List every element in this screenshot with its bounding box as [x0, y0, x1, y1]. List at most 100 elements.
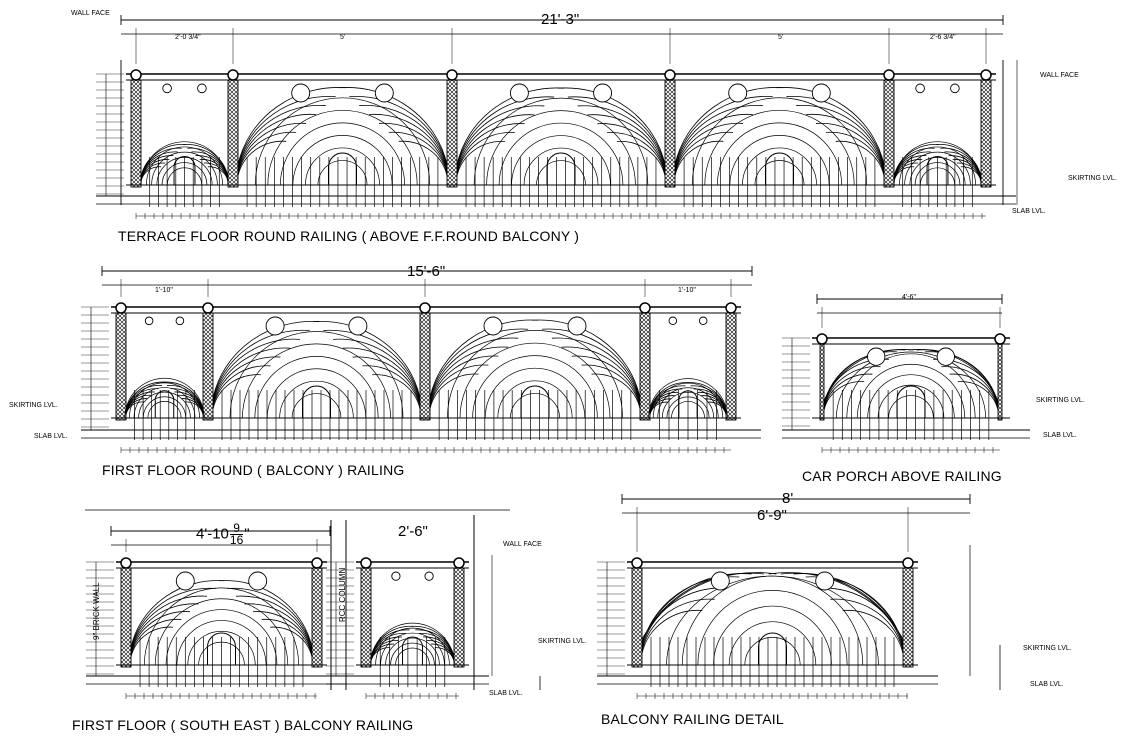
left-fan-arc	[641, 598, 715, 652]
right-fan-arc	[352, 356, 421, 406]
post-cap-ball	[639, 302, 651, 314]
left-fan-arc	[237, 104, 326, 169]
right-fan-arc	[842, 609, 904, 654]
post-cap-ball	[980, 69, 992, 81]
decor-circle	[391, 571, 401, 581]
left-fan-arc	[823, 373, 873, 409]
center-arch	[546, 152, 576, 185]
terrace-slab-label: SLAB LVL.	[1012, 208, 1046, 215]
decor-circle	[374, 83, 394, 103]
center-arch	[402, 636, 423, 665]
right-fan-arc	[825, 131, 885, 175]
right-fan-arc	[776, 87, 885, 165]
center-fan-arc	[716, 122, 843, 186]
right-fan-arc	[261, 618, 313, 656]
center-fan-arc	[744, 636, 801, 666]
balcony-detail-title: BALCONY RAILING DETAIL	[601, 711, 784, 727]
left-fan-arc	[456, 141, 506, 176]
center-fan-arc	[142, 396, 187, 419]
decor-circle	[668, 316, 678, 326]
car-porch-slab-label: SLAB LVL.	[1043, 432, 1077, 439]
left-fan-arc	[641, 609, 703, 654]
right-fan-arc	[551, 337, 641, 402]
center-fan-arc	[523, 147, 599, 186]
right-fan-arc	[218, 580, 313, 648]
left-fan-arc	[140, 144, 186, 177]
left-fan-arc	[130, 611, 190, 654]
center-arch	[765, 152, 794, 185]
center-arch	[302, 385, 331, 418]
decor-circle	[175, 571, 195, 591]
hatched-post	[130, 79, 142, 188]
decor-circle	[915, 83, 925, 94]
center-fan-arc	[305, 147, 380, 186]
center-fan-arc	[447, 330, 623, 419]
detail-inner-dimension: 6'-9"	[757, 507, 787, 524]
center-fan-arc	[266, 368, 367, 419]
decor-circle	[424, 571, 434, 581]
brick-wall-label: 9" BRICK WALL	[92, 582, 101, 640]
hatched-post	[311, 567, 323, 668]
post-cap-ball	[816, 333, 828, 345]
decor-circle	[175, 316, 185, 326]
right-fan-arc	[941, 366, 999, 408]
south-east-wall-face-label: WALL FACE	[503, 541, 542, 548]
left-fan-arc	[130, 603, 199, 653]
left-fan-arc	[823, 366, 881, 408]
center-fan-arc	[279, 380, 354, 419]
hatched-post	[120, 567, 132, 668]
left-fan-arc	[237, 140, 287, 176]
right-fan-arc	[796, 104, 885, 169]
right-fan-arc	[949, 373, 999, 409]
detail-overall-dimension: 8'	[782, 490, 794, 507]
right-fan-arc	[398, 140, 448, 176]
hatched-post	[639, 312, 651, 421]
right-fan-arc	[908, 349, 999, 402]
center-fan-arc	[666, 575, 879, 666]
center-fan-arc	[385, 637, 440, 666]
right-fan-arc	[830, 598, 904, 652]
south-east-right-dimension: 2'-6"	[398, 523, 428, 540]
right-fan-arc	[597, 123, 666, 173]
hatched-post	[115, 312, 127, 421]
left-fan-arc	[212, 365, 271, 408]
terrace-skirting-label: SKIRTING LVL.	[1068, 175, 1117, 182]
hatched-post	[819, 343, 825, 421]
center-fan-arc	[254, 355, 379, 419]
center-fan-arc	[129, 382, 200, 419]
center-arch	[328, 152, 357, 185]
center-fan-arc	[154, 598, 289, 666]
center-arch	[520, 385, 550, 418]
hatched-post	[202, 312, 214, 421]
center-fan-arc	[375, 627, 450, 666]
center-fan-arc	[893, 141, 982, 186]
left-fan-arc	[674, 104, 763, 169]
post-cap-ball	[115, 302, 127, 314]
right-fan-arc	[557, 87, 666, 165]
first-floor-skirting-label: SKIRTING LVL.	[9, 402, 58, 409]
left-fan-arc	[429, 319, 539, 398]
left-fan-arc	[641, 587, 727, 649]
decor-circle	[567, 316, 587, 336]
center-fan-arc	[472, 355, 598, 419]
left-fan-arc	[212, 320, 320, 398]
left-fan-arc	[429, 364, 489, 407]
left-fan-arc	[823, 381, 865, 411]
center-fan-arc	[229, 331, 404, 419]
center-fan-arc	[697, 590, 848, 666]
post-cap-ball	[902, 557, 914, 569]
terrace-dim-1: 2'-0 3/4"	[175, 34, 201, 41]
right-fan-arc	[388, 131, 448, 175]
left-fan-arc	[429, 355, 499, 406]
left-fan-arc	[212, 374, 261, 409]
left-fan-arc	[674, 87, 783, 165]
hatched-post	[446, 79, 458, 188]
post-cap-ball	[419, 302, 431, 314]
left-fan-arc	[456, 105, 545, 169]
car-porch-railing-elevation	[782, 294, 1030, 453]
left-fan-arc	[674, 131, 734, 175]
hatched-post	[902, 567, 914, 668]
left-fan-arc	[456, 96, 555, 167]
right-fan-arc	[227, 587, 313, 649]
right-fan-arc	[607, 132, 666, 175]
